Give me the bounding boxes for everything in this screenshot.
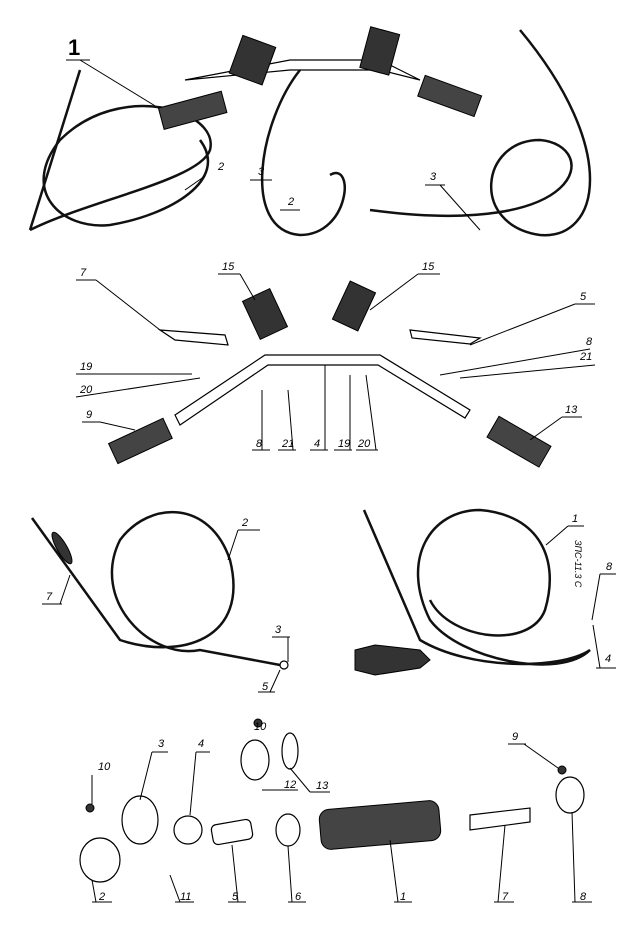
callout-label: 8	[580, 891, 587, 903]
throttle-grip	[486, 415, 552, 468]
callout-label: 2	[217, 161, 224, 173]
callout-label: 3	[258, 166, 265, 178]
left-grip	[107, 417, 173, 465]
switch-plate	[241, 287, 289, 341]
callout-label: 3	[158, 738, 165, 750]
top-assembly: 1 2 3 2 3	[28, 26, 592, 237]
throttle-housing-half	[79, 837, 121, 883]
cable-stamp: ЗПС-11.3 С	[573, 540, 583, 588]
handlebar-tube	[174, 354, 471, 426]
center-wiring	[260, 69, 346, 237]
callout-label: 13	[565, 404, 578, 416]
callout-label: 13	[316, 780, 329, 792]
callout-label: 2	[98, 891, 105, 903]
callout-label: 4	[605, 653, 611, 665]
callout-label: 12	[284, 779, 296, 791]
callout-label: 5	[262, 681, 269, 693]
left-switch-plate	[228, 34, 277, 86]
ball	[85, 803, 95, 813]
callout-label: 9	[86, 409, 92, 421]
cable-nut	[279, 660, 289, 670]
callout-label: 1	[572, 513, 578, 525]
callout-label: 21	[579, 351, 592, 363]
callout-label: 3	[430, 171, 437, 183]
cable-adjuster	[51, 531, 73, 565]
callout-label: 8	[606, 561, 613, 573]
callout-label: 3	[275, 624, 282, 636]
callout-label: 20	[79, 384, 93, 396]
spring	[281, 732, 299, 770]
sleeve	[210, 818, 254, 846]
left-cable	[29, 104, 212, 232]
callout-label: 10	[98, 761, 111, 773]
callout-label: 1	[400, 891, 406, 903]
callout-label: 15	[222, 261, 235, 273]
ring	[275, 813, 301, 847]
right-lever	[409, 329, 482, 345]
callout-label: 10	[254, 721, 267, 733]
callout-label: 7	[502, 891, 509, 903]
cable-left	[30, 510, 281, 667]
throttle-grip	[318, 800, 442, 850]
right-cable	[369, 29, 592, 237]
right-switch-plate	[359, 26, 401, 76]
callout-label: 4	[198, 738, 204, 750]
callout-label: 5	[232, 891, 239, 903]
right-grip	[417, 74, 483, 118]
callout-label: 21	[281, 438, 294, 450]
callout-label: 8	[256, 438, 263, 450]
callout-label: 7	[46, 591, 53, 603]
ball	[557, 765, 567, 775]
callout-label: 15	[422, 261, 435, 273]
switch-plate	[331, 280, 377, 332]
callout-label: 5	[580, 291, 587, 303]
callout-label: 6	[295, 891, 302, 903]
callout-label: 7	[80, 267, 87, 279]
callout-label: 8	[586, 336, 593, 348]
cable-right	[362, 508, 591, 666]
handlebar-parts: 7 15 15 5 19 20 8 21 9 8 21 4 19	[75, 261, 596, 468]
left-cable-end	[28, 69, 82, 231]
ball	[253, 718, 263, 728]
clamp	[240, 739, 270, 781]
callout-label: 19	[338, 438, 350, 450]
callout-label: 11	[180, 891, 191, 903]
throttle-parts: 10 3 4 10 12 13 9 2 11 5 6 1 7 8	[79, 718, 592, 903]
callout-label: 20	[357, 438, 371, 450]
cable-end-section	[354, 644, 431, 676]
callout-label: 19	[80, 361, 92, 373]
left-grip	[157, 90, 228, 130]
left-lever	[157, 329, 229, 346]
nut	[173, 815, 203, 845]
figure-number: 1	[68, 35, 80, 60]
callout-label: 4	[314, 438, 320, 450]
callouts: 7 15 15 5 19 20 8 21 9 8 21 4 19	[75, 261, 596, 451]
callout-label: 2	[241, 517, 248, 529]
callouts: 10 3 4 10 12 13 9 2 11 5 6 1 7 8	[91, 721, 592, 903]
callout-label: 9	[512, 731, 518, 743]
cables: 2 7 3 5 ЗПС-11.3 С 1 8 4	[30, 508, 616, 693]
callout-label: 2	[287, 196, 294, 208]
throttle-housing-half	[121, 795, 159, 845]
end-cap	[555, 776, 585, 814]
throttle-slide	[469, 807, 531, 831]
